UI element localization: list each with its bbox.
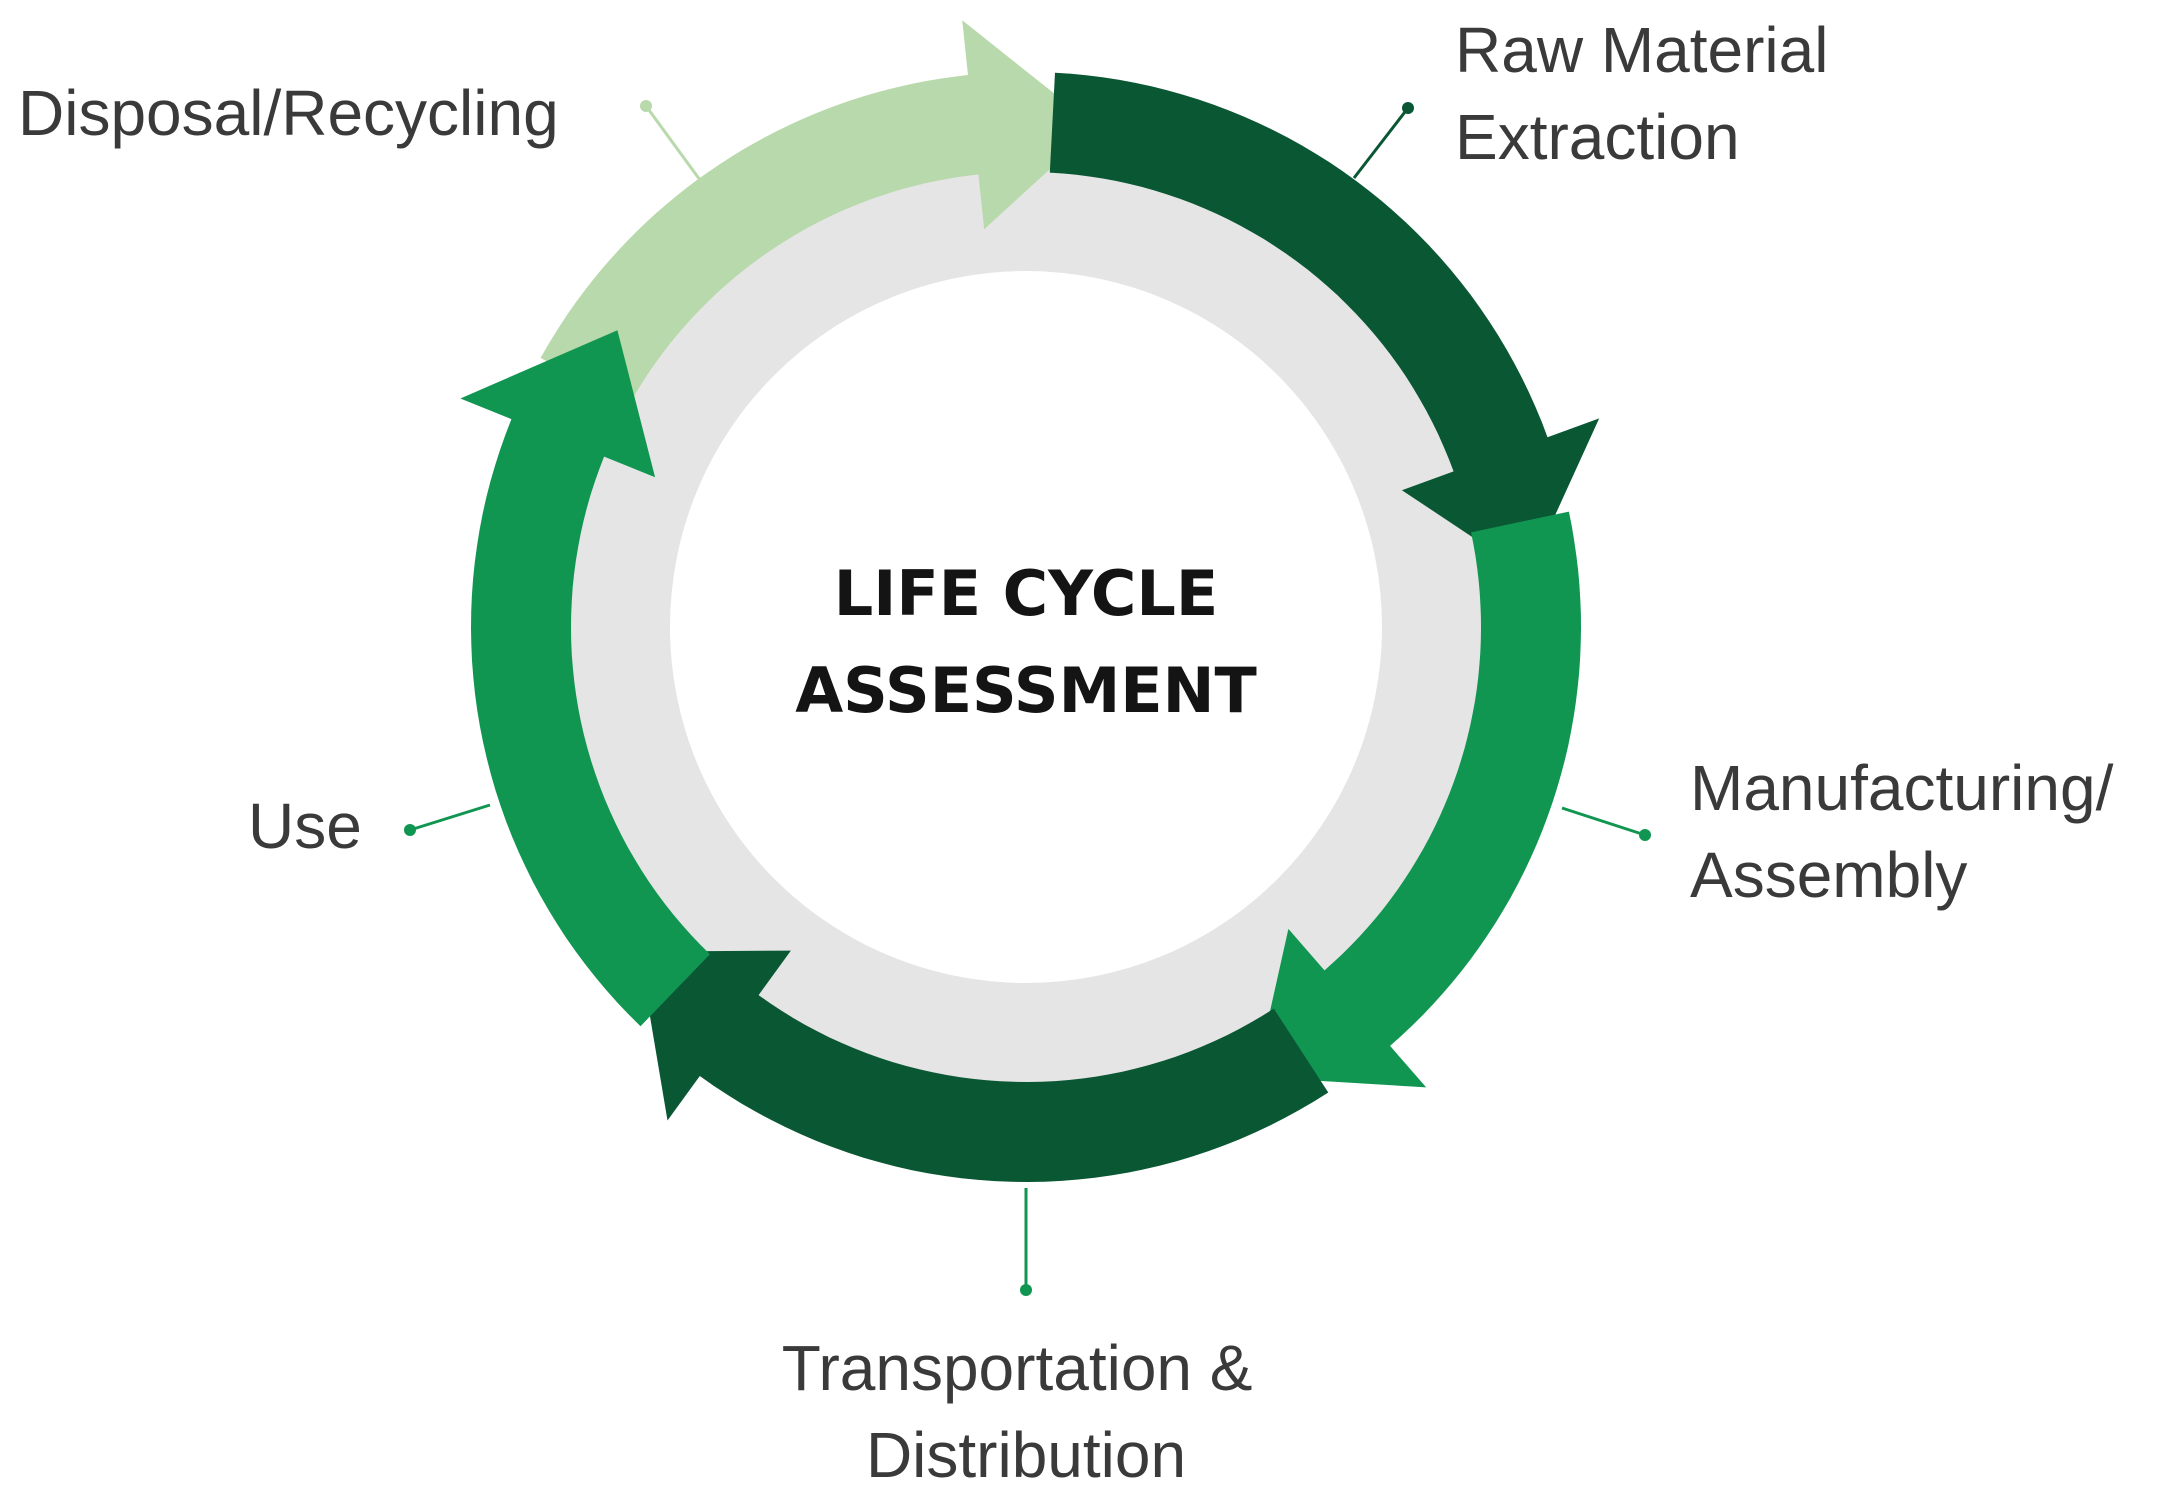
stage-label-transportation-distribution: Transportation & Distribution bbox=[782, 1332, 1271, 1491]
stage-label-line: Use bbox=[248, 790, 362, 862]
stage-label-line: Manufacturing/ bbox=[1690, 752, 2114, 824]
arrow-manufacturing-assembly bbox=[1255, 511, 1581, 1088]
leader-lines bbox=[404, 100, 1651, 1296]
arrow-use bbox=[460, 330, 710, 1027]
center-title-line-1: LIFE CYCLE bbox=[834, 557, 1218, 630]
leader-line-manufacturing-assembly bbox=[1561, 806, 1646, 837]
leader-dot-raw-material-extraction bbox=[1402, 102, 1414, 114]
leader-dot-transportation-distribution bbox=[1020, 1284, 1032, 1296]
arrow-disposal-recycling bbox=[540, 20, 1097, 407]
arrow-transportation-distribution bbox=[639, 950, 1329, 1182]
leader-line-disposal-recycling bbox=[644, 105, 702, 181]
stage-label-use: Use bbox=[248, 790, 362, 862]
leader-line-use bbox=[409, 803, 491, 832]
stage-label-line: Assembly bbox=[1690, 839, 1967, 911]
stage-label-disposal-recycling: Disposal/Recycling bbox=[18, 77, 559, 149]
leader-dot-disposal-recycling bbox=[640, 100, 652, 112]
stage-label-manufacturing-assembly: Manufacturing/ Assembly bbox=[1690, 752, 2131, 911]
center-title-line-2: ASSESSMENT bbox=[795, 654, 1257, 727]
stage-label-line: Extraction bbox=[1455, 101, 1740, 173]
leader-dot-use bbox=[404, 824, 416, 836]
arrow-raw-material-extraction bbox=[1049, 72, 1600, 575]
stage-label-line: Transportation & bbox=[782, 1332, 1253, 1404]
stage-label-line: Distribution bbox=[866, 1419, 1186, 1491]
stage-label-line: Raw Material bbox=[1455, 14, 1828, 86]
center-title: LIFE CYCLE bbox=[834, 557, 1218, 630]
leader-dot-manufacturing-assembly bbox=[1639, 829, 1651, 841]
leader-line-raw-material-extraction bbox=[1352, 107, 1410, 179]
center-circle bbox=[670, 271, 1382, 983]
cycle-arrows bbox=[460, 20, 1600, 1182]
stage-label-raw-material-extraction: Raw Material Extraction bbox=[1455, 14, 1846, 173]
stage-label-line: Disposal/Recycling bbox=[18, 77, 559, 149]
center-title: ASSESSMENT bbox=[795, 654, 1257, 727]
